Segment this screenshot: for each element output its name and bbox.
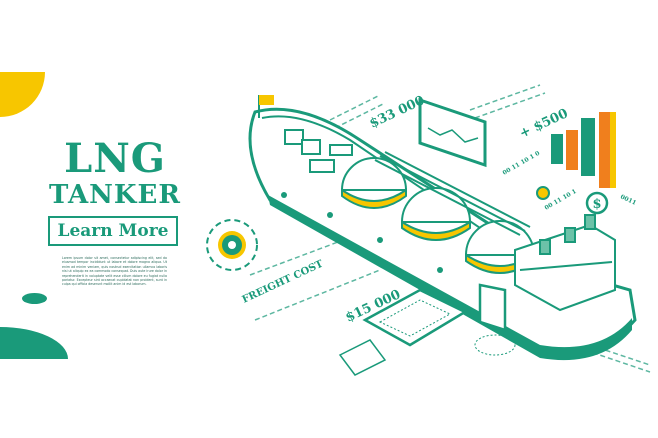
binary-text-1: 00 11 10 1 0 [502, 150, 542, 177]
title-line-2: TANKER [49, 180, 181, 210]
gear-icon [206, 219, 258, 271]
page-title: LNG TANKER [40, 135, 190, 211]
lng-tanks [340, 151, 536, 274]
coin-symbol: $ [592, 197, 601, 212]
calculator-icon [338, 288, 468, 376]
price-top-label: $33 000 [367, 93, 427, 131]
green-oval-decoration [22, 293, 47, 304]
coin-icon: $ [585, 191, 609, 215]
title-line-1: LNG [64, 135, 166, 182]
bar-chart-icon [551, 112, 616, 188]
body-text: Lorem ipsum dolor sit amet, consectetur … [62, 256, 167, 287]
freight-cost-label: FREIGHT COST [241, 258, 326, 305]
status-dot-icon [536, 186, 550, 200]
binary-text-3: 0011 [619, 193, 637, 206]
flag-icon [259, 95, 274, 105]
ship-bridge [514, 214, 616, 312]
document-icon [474, 283, 516, 356]
monitor-chart-icon [418, 97, 487, 168]
learn-more-button[interactable]: Learn More [48, 216, 178, 246]
